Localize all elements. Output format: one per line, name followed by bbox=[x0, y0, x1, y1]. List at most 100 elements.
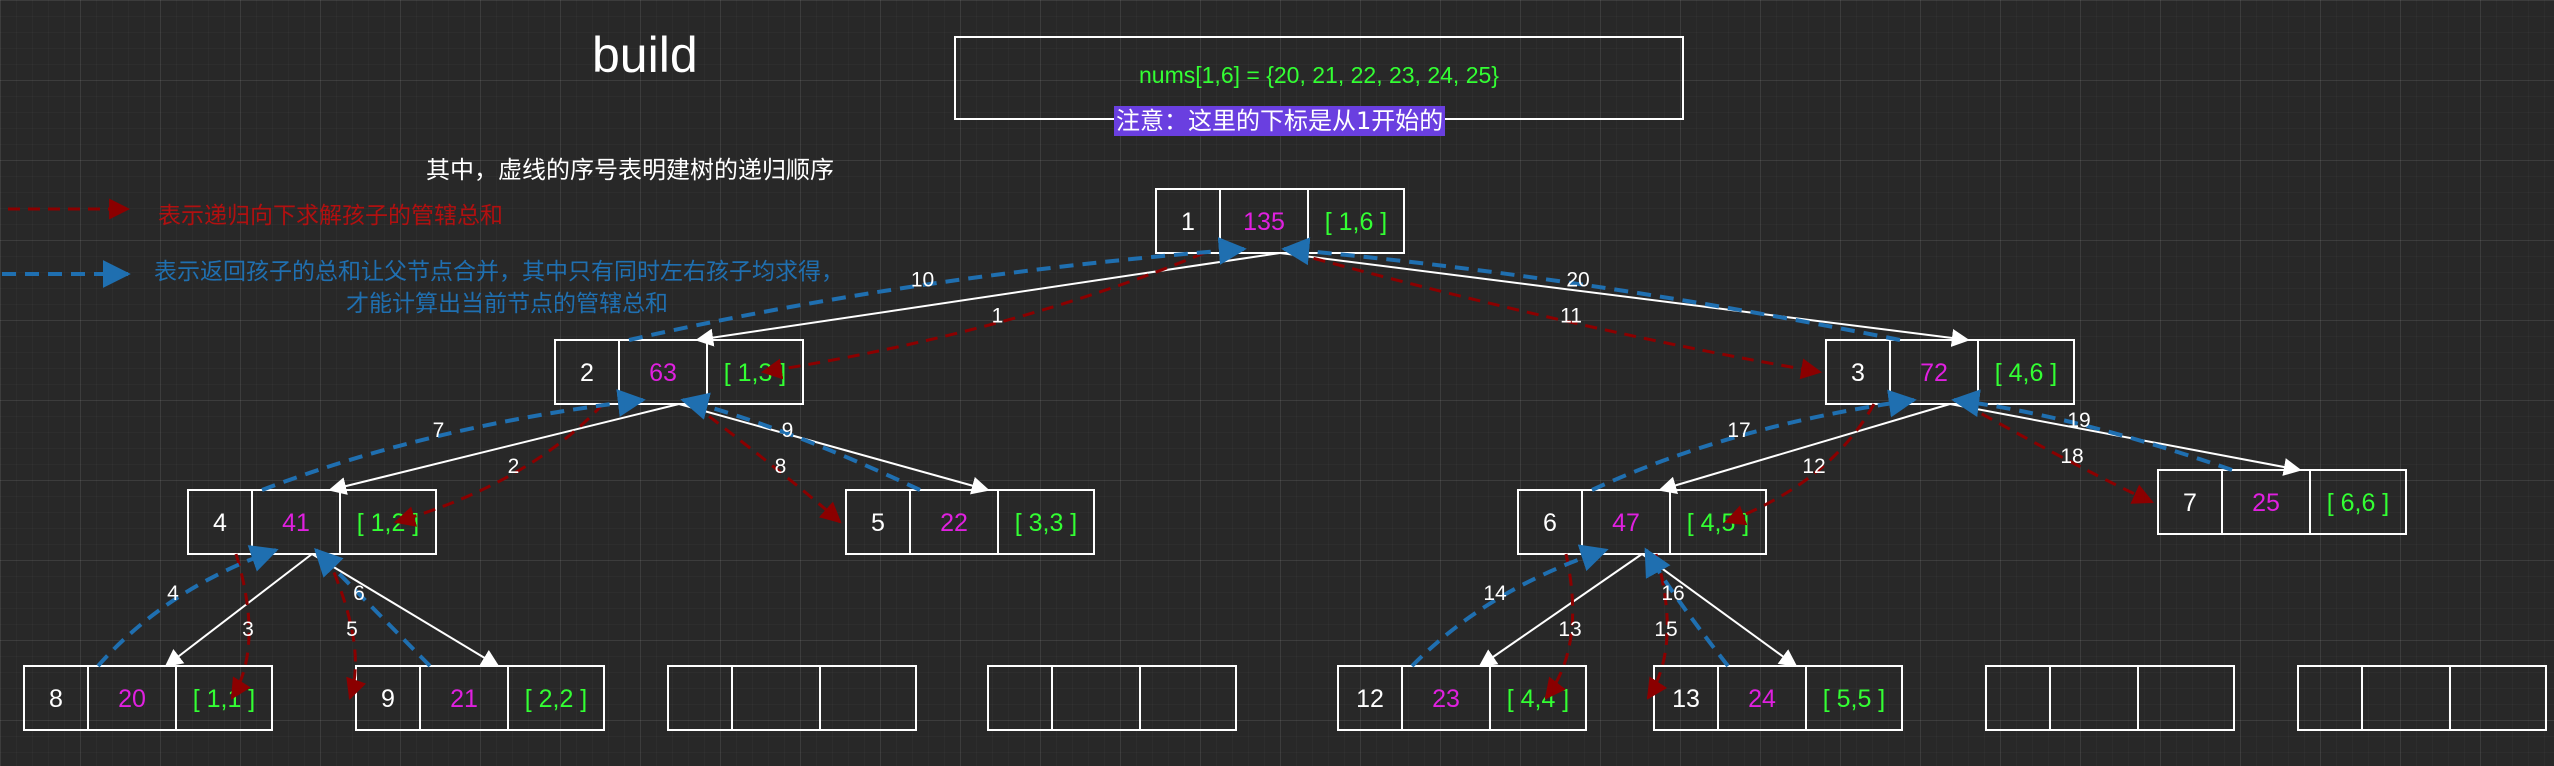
node-range-cell bbox=[1489, 665, 1587, 731]
node-sum-label: 72 bbox=[1920, 359, 1948, 387]
node-sum-label: 63 bbox=[649, 359, 677, 387]
node-range-cell bbox=[507, 665, 605, 731]
step-number-2: 2 bbox=[508, 455, 520, 478]
node-sum-label: 24 bbox=[1748, 685, 1776, 713]
step-number-7: 7 bbox=[433, 419, 445, 442]
step-number-14: 14 bbox=[1483, 582, 1507, 605]
tree-node-8: 8 20 [ 1,1 ] bbox=[23, 665, 273, 731]
step-arrow-1 bbox=[760, 251, 1205, 380]
page-title: build bbox=[592, 27, 698, 83]
node-index-cell bbox=[1985, 665, 2051, 731]
tree-edge-1-2 bbox=[695, 252, 1281, 347]
node-index-label: 8 bbox=[49, 685, 63, 713]
tree-edge-4-8 bbox=[164, 553, 313, 668]
node-range-label: [ 1,2 ] bbox=[357, 509, 420, 537]
tree-node-3: 3 72 [ 4,6 ] bbox=[1825, 339, 2075, 405]
node-range-cell bbox=[2309, 469, 2407, 535]
tree-edge-6-12 bbox=[1478, 553, 1643, 668]
node-range-label: [ 4,4 ] bbox=[1507, 685, 1570, 713]
step-number-12: 12 bbox=[1802, 455, 1825, 478]
node-range-cell bbox=[2449, 665, 2547, 731]
legend-arrows bbox=[2, 198, 131, 288]
step-arrow-13 bbox=[1544, 553, 1575, 700]
node-sum-label: 20 bbox=[118, 685, 146, 713]
legend-blue-line2: 才能计算出当前节点的管辖总和 bbox=[346, 291, 668, 317]
tree-node-14 bbox=[1985, 665, 2235, 731]
node-range-label: [ 5,5 ] bbox=[1823, 685, 1886, 713]
node-range-label: [ 4,6 ] bbox=[1995, 359, 2058, 387]
node-sum-cell bbox=[2049, 665, 2139, 731]
legend-blue-line1: 表示返回孩子的总和让父节点合并，其中只有同时左右孩子均求得， bbox=[154, 259, 844, 285]
step-number-11: 11 bbox=[1560, 305, 1582, 328]
node-sum-label: 21 bbox=[450, 685, 478, 713]
tree-edge-4-9 bbox=[311, 553, 500, 667]
step-number-4: 4 bbox=[167, 582, 179, 605]
step-arrow-18 bbox=[1963, 402, 2154, 504]
step-arrow-9 bbox=[680, 392, 921, 492]
step-arrow-19 bbox=[1951, 389, 2233, 472]
step-arrow-14 bbox=[1410, 544, 1609, 668]
tree-edge-2-5 bbox=[678, 403, 990, 495]
step-number-8: 8 bbox=[775, 455, 787, 478]
step-arrow-4 bbox=[96, 545, 279, 668]
step-number-13: 13 bbox=[1558, 618, 1581, 641]
step-arrow-11 bbox=[1293, 251, 1823, 380]
step-arrow-6 bbox=[314, 547, 432, 668]
step-arrow-7 bbox=[261, 389, 646, 492]
node-range-cell bbox=[706, 339, 804, 405]
node-index-label: 7 bbox=[2183, 489, 2197, 517]
nums-definition: nums[1,6] = {20, 21, 22, 23, 24, 25} bbox=[1139, 62, 1499, 88]
tree-edges bbox=[164, 252, 2302, 668]
step-number-9: 9 bbox=[782, 419, 794, 442]
node-index-cell bbox=[987, 665, 1053, 731]
node-range-cell bbox=[997, 489, 1095, 555]
step-number-3: 3 bbox=[242, 618, 254, 641]
node-sum-label: 135 bbox=[1243, 208, 1285, 236]
step-arrow-20 bbox=[1281, 237, 1901, 342]
node-range-label: [ 2,2 ] bbox=[525, 685, 588, 713]
step-number-10: 10 bbox=[911, 269, 934, 292]
tree-edge-6-13 bbox=[1641, 553, 1798, 668]
node-range-cell bbox=[2137, 665, 2235, 731]
tree-node-15 bbox=[2297, 665, 2547, 731]
node-index-label: 5 bbox=[871, 509, 885, 537]
tree-node-11 bbox=[987, 665, 1237, 731]
step-number-5: 5 bbox=[346, 618, 358, 641]
step-arrow-8 bbox=[692, 402, 842, 524]
node-index-label: 3 bbox=[1851, 359, 1865, 387]
node-index-label: 6 bbox=[1543, 509, 1557, 537]
tree-node-10 bbox=[667, 665, 917, 731]
index-note: 注意：这里的下标是从1开始的 bbox=[1114, 106, 1446, 136]
step-number-20: 20 bbox=[1566, 269, 1589, 292]
step-arrow-12 bbox=[1724, 403, 1876, 526]
node-sum-cell bbox=[2361, 665, 2451, 731]
step-number-19: 19 bbox=[2067, 409, 2090, 432]
node-range-label: [ 1,1 ] bbox=[193, 685, 256, 713]
step-number-6: 6 bbox=[353, 582, 365, 605]
legend-heading: 其中，虚线的序号表明建树的递归顺序 bbox=[426, 156, 834, 184]
node-sum-label: 41 bbox=[282, 509, 310, 537]
node-index-cell bbox=[2297, 665, 2363, 731]
legend-red-description: 表示递归向下求解孩子的管辖总和 bbox=[158, 203, 503, 229]
node-range-label: [ 4,5 ] bbox=[1687, 509, 1750, 537]
node-range-cell bbox=[819, 665, 917, 731]
step-number-17: 17 bbox=[1727, 419, 1750, 442]
tree-edge-3-6 bbox=[1658, 403, 1951, 495]
node-range-cell bbox=[1977, 339, 2075, 405]
legend-blue-description: 表示返回孩子的总和让父节点合并，其中只有同时左右孩子均求得， 才能计算出当前节点… bbox=[154, 256, 844, 320]
node-range-cell bbox=[1139, 665, 1237, 731]
node-sum-label: 23 bbox=[1432, 685, 1460, 713]
step-number-16: 16 bbox=[1661, 582, 1684, 605]
tree-edge-1-3 bbox=[1279, 252, 1970, 347]
node-sum-cell bbox=[731, 665, 821, 731]
node-sum-label: 25 bbox=[2252, 489, 2280, 517]
